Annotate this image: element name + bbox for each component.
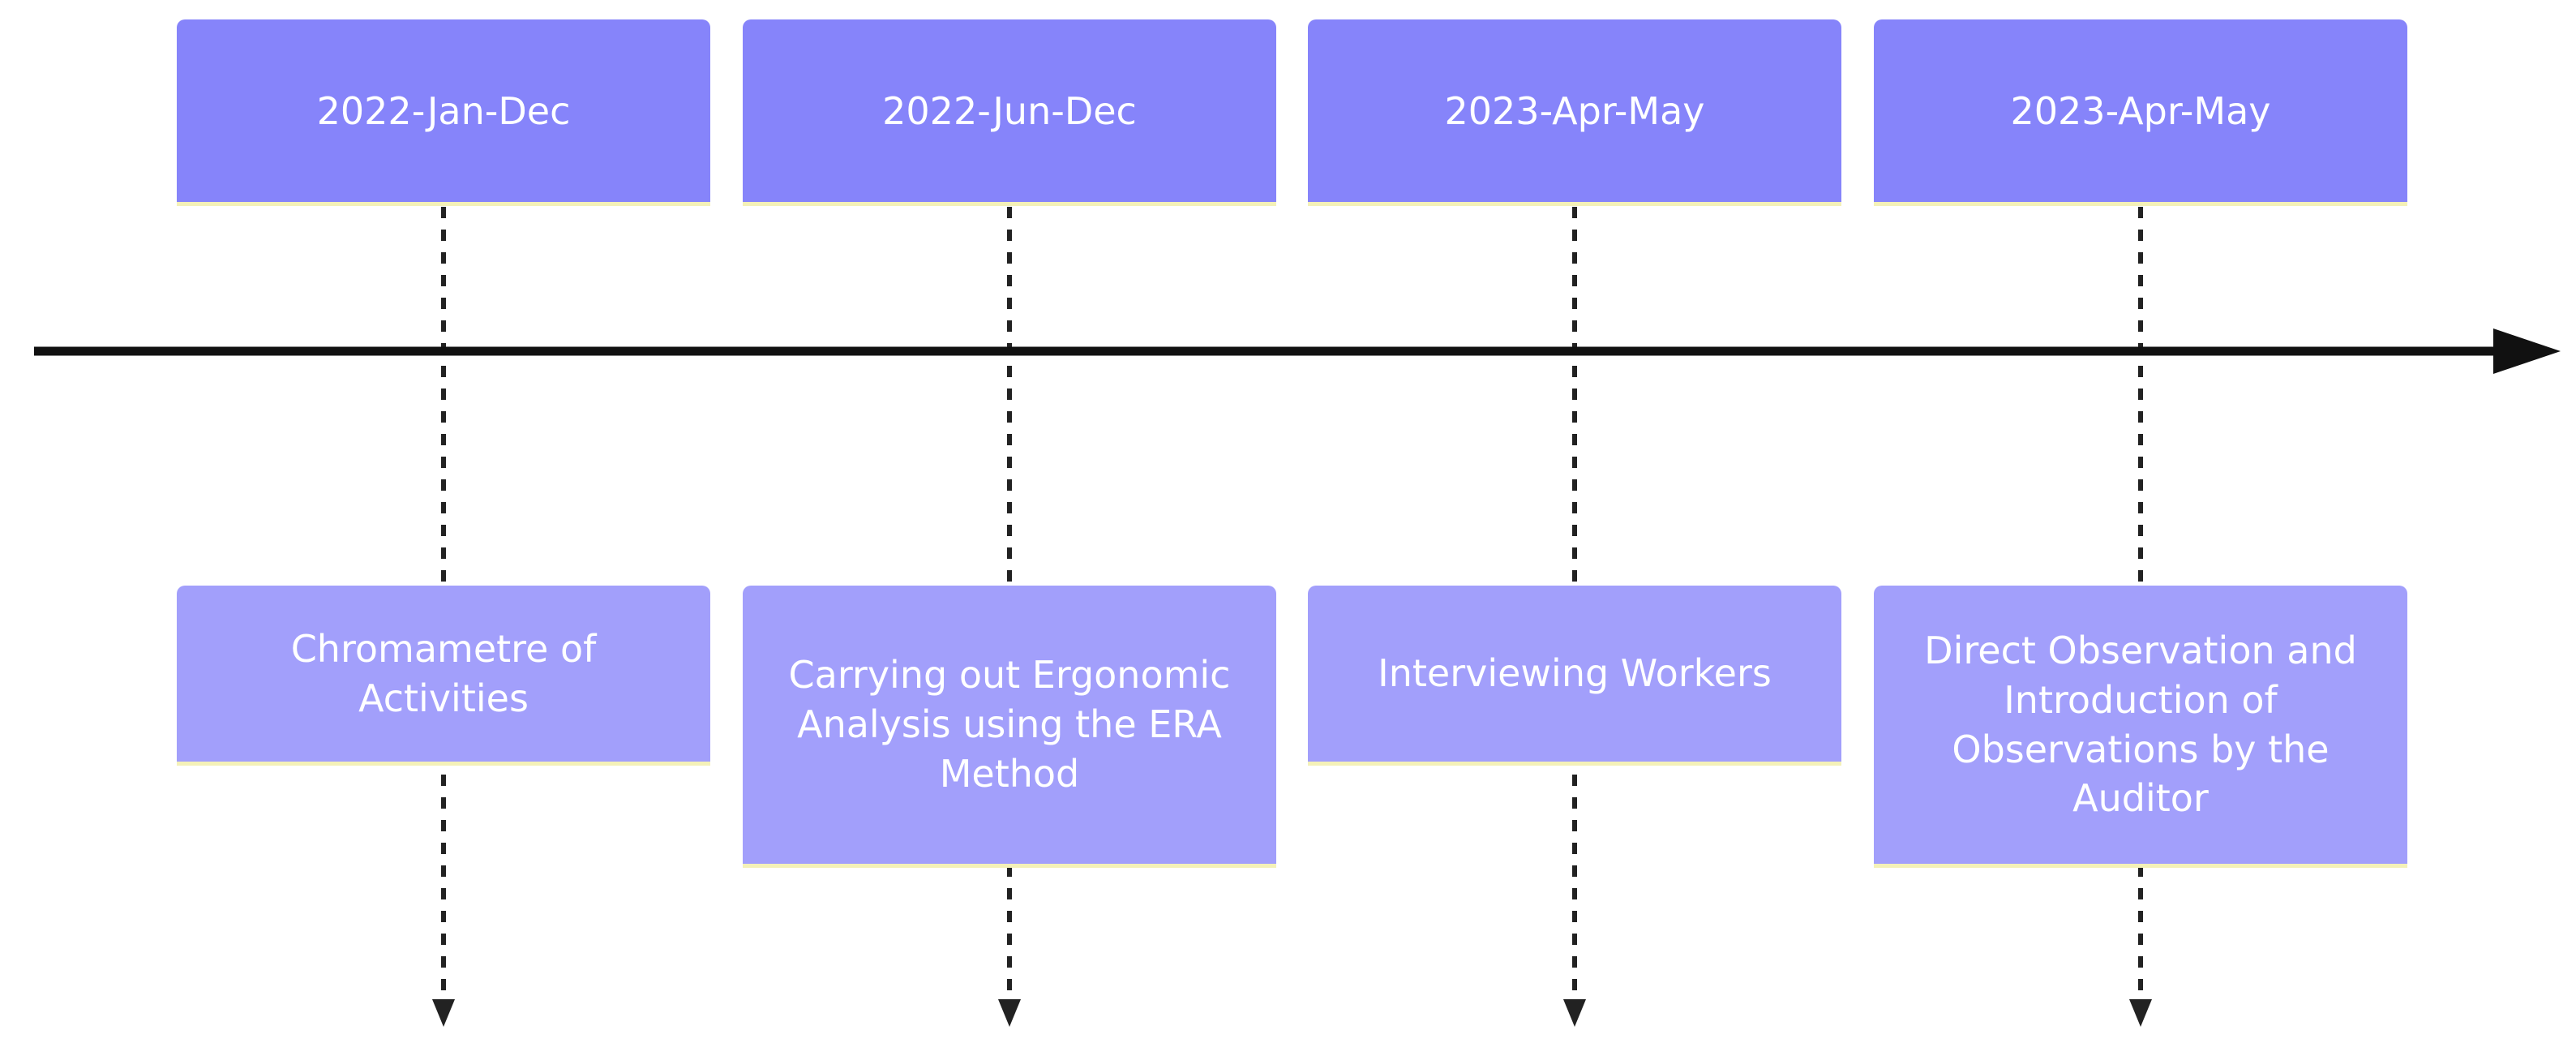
period-box-1: 2022-Jan-Dec [177, 19, 710, 206]
connector-arrowhead-3 [1563, 999, 1586, 1027]
connector-arrowhead-1 [432, 999, 455, 1027]
period-box-4: 2023-Apr-May [1874, 19, 2407, 206]
timeline-axis-arrowhead [2493, 328, 2561, 374]
event-box-2: Carrying out Ergonomic Analysis using th… [743, 586, 1276, 868]
event-box-3: Interviewing Workers [1308, 586, 1841, 766]
event-label-2: Carrying out Ergonomic Analysis using th… [788, 653, 1231, 796]
event-label-3: Interviewing Workers [1378, 651, 1772, 696]
period-label-1: 2022-Jan-Dec [316, 88, 571, 133]
period-box-2: 2022-Jun-Dec [743, 19, 1276, 206]
period-label-4: 2023-Apr-May [2010, 88, 2271, 133]
connector-arrowhead-4 [2129, 999, 2152, 1027]
event-box-4: Direct Observation and Introduction of O… [1874, 586, 2407, 868]
period-label-2: 2022-Jun-Dec [882, 88, 1137, 133]
period-label-3: 2023-Apr-May [1444, 88, 1705, 133]
event-label-4: Direct Observation and Introduction of O… [1924, 629, 2357, 821]
period-box-3: 2023-Apr-May [1308, 19, 1841, 206]
event-label-1: Chromametre of Activities [290, 626, 597, 720]
connector-arrowhead-2 [998, 999, 1021, 1027]
event-box-1: Chromametre of Activities [177, 586, 710, 766]
